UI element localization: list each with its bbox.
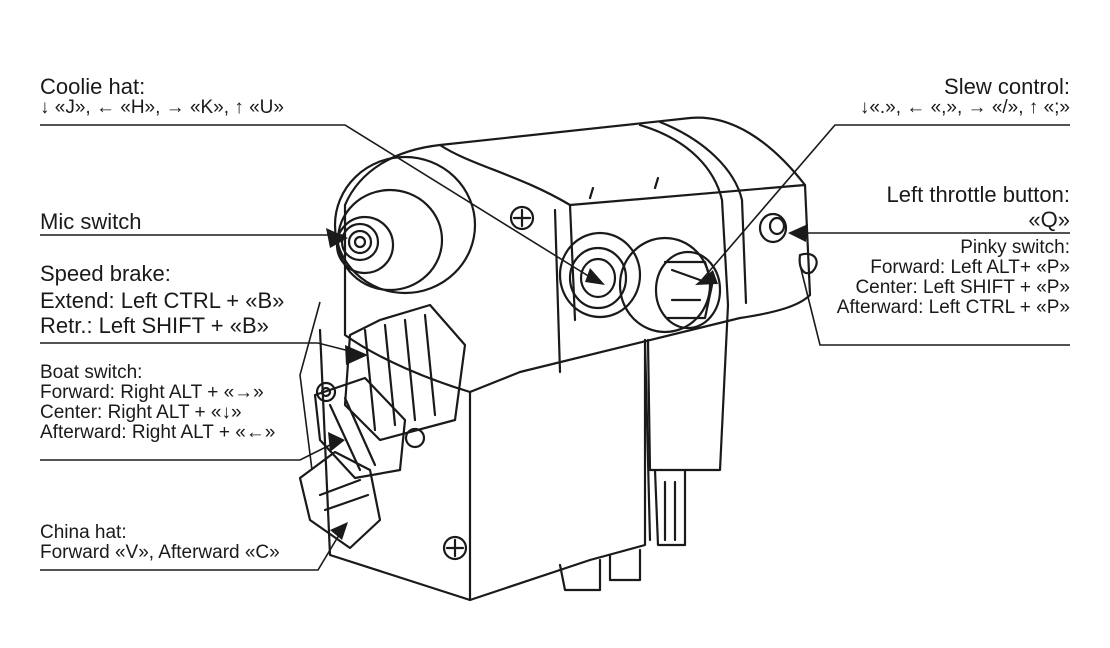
left-end-cap <box>333 155 477 295</box>
left-throttle-label: Left throttle button: «Q» <box>887 183 1070 231</box>
leader-pinky-switch <box>799 264 1070 346</box>
screw-top <box>509 205 535 231</box>
boat-switch-label: Boat switch: Forward: Right ALT + «→» Ce… <box>40 363 275 443</box>
leader-china-hat <box>40 524 346 571</box>
arrowhead-slew <box>695 270 718 285</box>
coolie-hat-label: Coolie hat: ↓ «J», ← «H», → «K», ↑ «U» <box>40 75 284 118</box>
slew-control <box>618 236 712 334</box>
speed-brake-extend: Extend: Left CTRL + «B» <box>40 288 285 314</box>
speed-brake-grip <box>343 303 467 442</box>
arrowhead-boat <box>328 432 345 452</box>
china-hat-title: China hat: <box>40 522 127 543</box>
throttle-seam-band <box>638 123 730 307</box>
mic-switch-knob <box>335 215 395 275</box>
boat-switch-afterward: Afterward: Right ALT + «←» <box>40 421 276 443</box>
speed-brake-retract: Retr.: Left SHIFT + «B» <box>40 313 269 339</box>
speed-brake-label: Speed brake: Extend: Left CTRL + «B» Ret… <box>40 262 284 337</box>
screw-bottom <box>442 535 468 561</box>
arrowhead-coolie <box>585 268 605 285</box>
boat-switch <box>313 376 407 480</box>
left-throttle-key: «Q» <box>1028 207 1070 233</box>
pinky-switch-center: Center: Left SHIFT + «P» <box>855 276 1070 298</box>
throttle-lower-block <box>468 338 647 602</box>
boat-switch-forward: Forward: Right ALT + «→» <box>40 381 264 403</box>
arrowhead-china <box>330 522 348 540</box>
pinky-switch-title: Pinky switch: <box>960 237 1070 258</box>
throttle-body-top <box>343 116 812 394</box>
coolie-hat-title: Coolie hat: <box>40 74 146 99</box>
pinky-switch-afterward: Afterward: Left CTRL + «P» <box>836 296 1070 318</box>
arrowhead-left-throttle <box>788 224 808 242</box>
arrowhead-mic <box>326 228 348 248</box>
mic-switch-label: Mic switch <box>40 210 141 233</box>
slew-control-label: Slew control: ↓«.», ← «,», → «/», ↑ «;» <box>860 75 1070 118</box>
china-hat-label: China hat: Forward «V», Afterward «C» <box>40 523 280 563</box>
china-hat <box>298 450 382 550</box>
boat-switch-center: Center: Right ALT + «↓» <box>40 401 242 423</box>
mic-switch-title: Mic switch <box>40 209 142 234</box>
coolie-hat-keys: ↓ «J», ← «H», → «K», ↑ «U» <box>40 97 284 119</box>
left-throttle-button <box>758 212 788 244</box>
speed-brake-title: Speed brake: <box>40 261 171 286</box>
leader-boat-switch <box>40 439 341 461</box>
pinky-switch-label: Pinky switch: Forward: Left ALT+ «P» Cen… <box>837 238 1070 318</box>
left-throttle-title: Left throttle button: <box>886 182 1070 207</box>
leader-coolie-hat <box>40 124 599 283</box>
pinky-switch-forward: Forward: Left ALT+ «P» <box>870 256 1070 278</box>
coolie-hat <box>558 231 642 319</box>
leader-slew-control <box>699 124 1070 283</box>
boat-switch-title: Boat switch: <box>40 362 143 383</box>
china-hat-keys: Forward «V», Afterward «C» <box>40 541 280 563</box>
arrowhead-speed-brake <box>345 345 368 365</box>
throttle-body-top-ridge <box>438 143 807 207</box>
slew-control-keys: ↓«.», ← «,», → «/», ↑ «;» <box>859 97 1070 119</box>
slew-control-title: Slew control: <box>944 74 1070 99</box>
